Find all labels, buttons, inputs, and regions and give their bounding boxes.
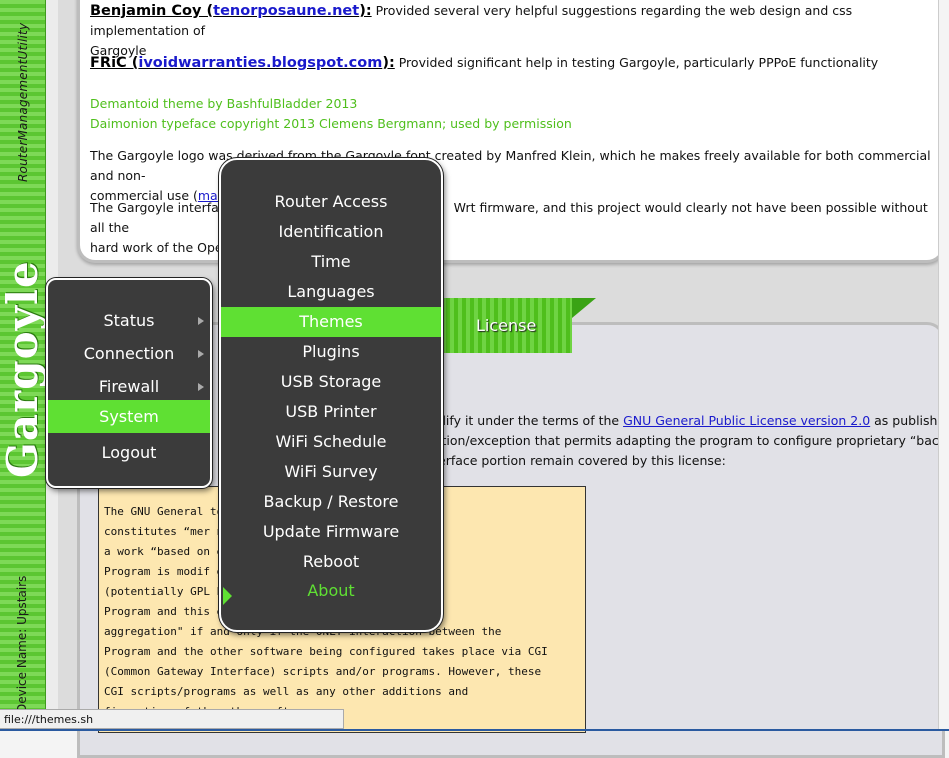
submenu-arrow-icon (198, 383, 204, 391)
submenu-item-update-firmware[interactable]: Update Firmware (262, 522, 400, 541)
submenu-item-router-access[interactable]: Router Access (274, 192, 388, 211)
credit-entry-benjamin: Benjamin Coy (tenorposaune.net): Provide… (90, 1, 942, 61)
credits-panel: Benjamin Coy (tenorposaune.net): Provide… (77, 0, 945, 263)
theme-credit: Demantoid theme by BashfulBladder 2013 (90, 96, 358, 111)
submenu-item-time[interactable]: Time (311, 252, 351, 271)
gargoyle-logo: Gargoyle (0, 260, 47, 478)
submenu-item-wifi-survey[interactable]: WiFi Survey (284, 462, 378, 481)
license-tab-flag (572, 298, 596, 318)
submenu-item-backup-restore[interactable]: Backup / Restore (263, 492, 399, 511)
logo-paragraph: The Gargoyle logo was derived from the G… (90, 148, 931, 203)
gpl-line: CGI scripts/programs as well as any othe… (104, 685, 469, 698)
submenu-item-identification[interactable]: Identification (278, 222, 384, 241)
gpl-line: Program and the other software being con… (104, 645, 548, 658)
license-text-line: ition/exception that permits adapting th… (438, 433, 947, 448)
submenu-item-about[interactable]: About (221, 576, 441, 606)
tenorposaune-link[interactable]: tenorposaune.net (213, 3, 360, 19)
license-text-line: erface portion remain covered by this li… (438, 453, 726, 468)
license-text-line: dify it under the terms of the GNU Gener… (438, 413, 949, 428)
credit-name: FRiC (ivoidwarranties.blogspot.com): (90, 55, 395, 71)
submenu-item-plugins[interactable]: Plugins (302, 342, 360, 361)
license-title: License (476, 316, 537, 335)
typeface-credit: Daimonion typeface copyright 2013 Clemen… (90, 116, 572, 131)
current-page-pointer-icon (223, 587, 232, 605)
submenu-arrow-icon (198, 350, 204, 358)
menu-item-logout[interactable]: Logout (101, 443, 157, 462)
vertical-scrollbar[interactable] (938, 0, 949, 731)
license-tab (434, 298, 572, 353)
submenu-item-usb-storage[interactable]: USB Storage (280, 372, 382, 391)
left-sidebar: RouterManagementUtility Gargoyle Device … (0, 0, 47, 731)
submenu-item-languages[interactable]: Languages (287, 282, 375, 301)
device-name-label: Device Name: Upstairs (15, 575, 29, 713)
menu-item-firewall[interactable]: Firewall (48, 372, 210, 402)
gpl-link[interactable]: GNU General Public License version 2.0 (623, 413, 871, 428)
credit-name: Benjamin Coy (tenorposaune.net): (90, 3, 372, 19)
manfred-link[interactable]: man (197, 188, 226, 203)
system-submenu: Router Access Identification Time Langua… (219, 158, 443, 632)
browser-status-bar: file:///themes.sh (0, 709, 344, 729)
window-bottom-edge (0, 729, 949, 731)
menu-item-status[interactable]: Status (48, 306, 210, 336)
submenu-item-themes[interactable]: Themes (221, 307, 441, 337)
credit-entry-fric: FRiC (ivoidwarranties.blogspot.com): Pro… (90, 53, 878, 73)
router-utility-label: RouterManagementUtility (16, 22, 30, 182)
submenu-item-wifi-schedule[interactable]: WiFi Schedule (275, 432, 387, 451)
menu-item-system[interactable]: System (48, 400, 210, 433)
menu-item-connection[interactable]: Connection (48, 339, 210, 369)
gpl-line: The GNU General to what (104, 505, 257, 518)
ivoidwarranties-link[interactable]: ivoidwarranties.blogspot.com (138, 55, 383, 71)
gpl-line: (Common Gateway Interface) scripts and/o… (104, 665, 542, 678)
submenu-arrow-icon (198, 317, 204, 325)
credit-desc-cont: Gargoyle (90, 43, 147, 58)
submenu-item-usb-printer[interactable]: USB Printer (285, 402, 377, 421)
credit-desc: Provided several very helpful suggestion… (90, 3, 853, 38)
submenu-item-reboot[interactable]: Reboot (302, 552, 360, 571)
main-menu: Status Connection Firewall System Logout (46, 278, 212, 488)
credit-desc: Provided significant help in testing Gar… (394, 55, 879, 70)
